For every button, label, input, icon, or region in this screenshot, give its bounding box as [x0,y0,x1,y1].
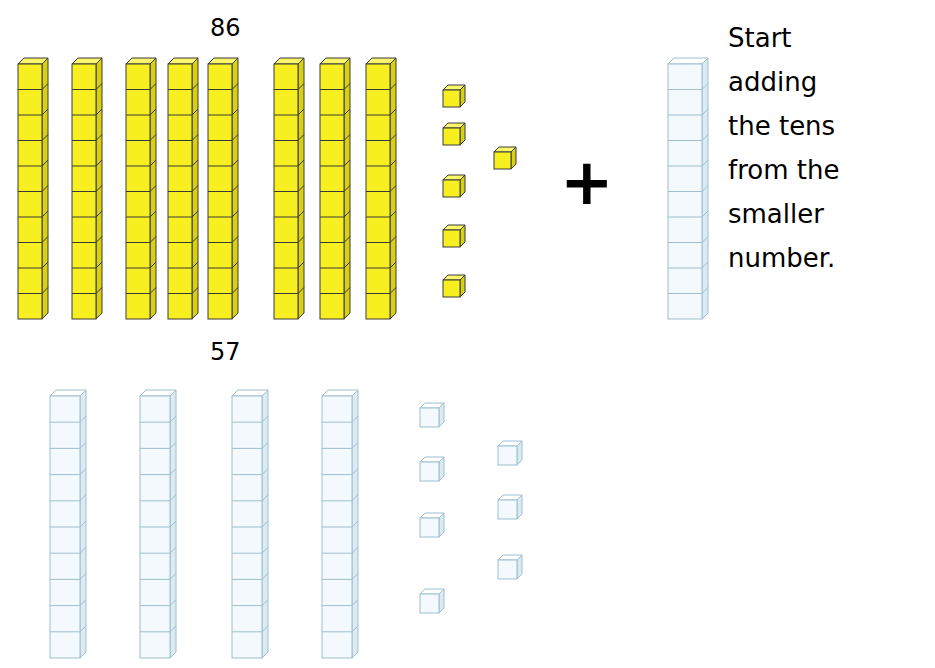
unit-cube [443,85,465,107]
instruction-note: Start adding the tens from the smaller n… [728,16,868,280]
plus-sign: + [560,150,614,214]
ten-rod [274,58,304,319]
unit-cube [494,147,516,169]
unit-cube [443,175,465,197]
unit-cube [443,225,465,247]
unit-cube [443,123,465,145]
unit-cube [420,457,444,481]
ten-rod [366,58,396,319]
ten-rod [232,390,268,658]
unit-cube [498,495,522,519]
ten-rod [140,390,176,658]
unit-cube [498,555,522,579]
unit-cube [420,513,444,537]
ten-rod [320,58,350,319]
number-label: 57 [210,338,241,366]
number-label: 86 [210,14,241,42]
ten-rod [322,390,358,658]
unit-cube [443,275,465,297]
ten-rod [126,58,156,319]
ten-rod [50,390,86,658]
ten-rod [168,58,198,319]
unit-cube [420,589,444,613]
ten-rod [668,58,708,319]
unit-cube [420,403,444,427]
unit-cube [498,441,522,465]
ten-rod [18,58,48,319]
ten-rod [72,58,102,319]
ten-rod [208,58,238,319]
